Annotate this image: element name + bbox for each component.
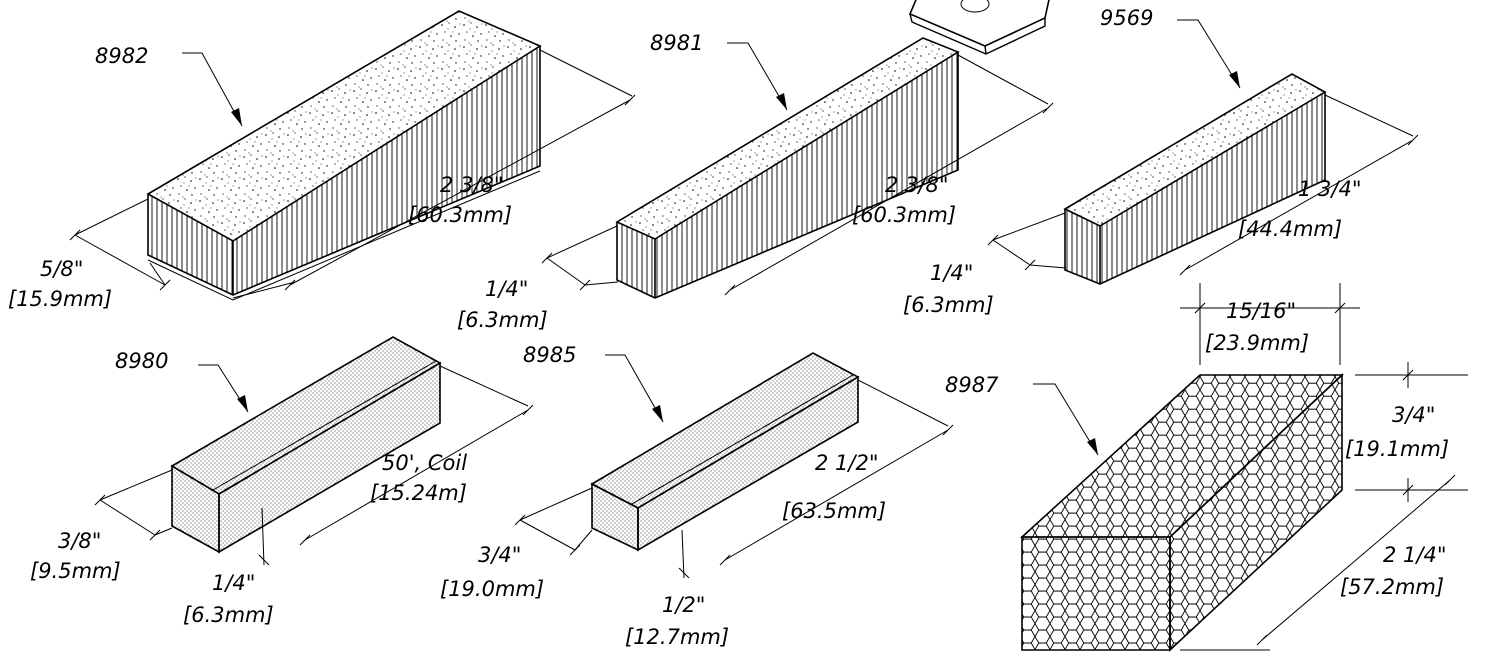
- part-8982-width-mm: [15.9mm]: [8, 287, 112, 311]
- part-8980-height: 1/4": [212, 571, 255, 595]
- part-8987-length-mm: [57.2mm]: [1340, 575, 1444, 599]
- part-8985-leader: [605, 354, 664, 423]
- part-8985-length: 2 1/2": [815, 451, 879, 475]
- part-8985-height-mm: [12.7mm]: [625, 625, 729, 649]
- part-8987-height-mm: [19.1mm]: [1345, 437, 1449, 461]
- part-9569: 9569 1 3/4" [44.4mm] 1/4" [6.3mm]: [903, 6, 1419, 365]
- partial-tray-shape: [908, 0, 1050, 55]
- part-8982: 8982 2 3/8" [60.3mm] 5/8" [15.9mm]: [8, 10, 636, 311]
- part-8987-length: 2 1/4": [1383, 543, 1447, 567]
- part-8982-leader: [182, 52, 243, 127]
- part-8982-label: 8982: [95, 44, 148, 68]
- part-8985-label: 8985: [523, 343, 576, 367]
- part-8985-length-mm: [63.5mm]: [782, 499, 886, 523]
- part-8987-label: 8987: [945, 373, 999, 397]
- part-8981-body: [615, 37, 960, 299]
- part-8981-length: 2 3/8": [885, 173, 949, 197]
- part-8980-width: 3/8": [58, 529, 101, 553]
- part-8987: 8987 15/16" [23.9mm] 3/4" [19.1mm] 2 1/4…: [945, 299, 1468, 652]
- part-8980-body: [170, 336, 442, 554]
- part-8981-length-mm: [60.3mm]: [852, 203, 956, 227]
- part-8982-body: [146, 10, 542, 301]
- part-8982-dimension-lines: [69, 49, 636, 299]
- part-8980-length-mm: [15.24m]: [370, 481, 467, 505]
- part-8985-height: 1/2": [662, 593, 705, 617]
- part-8987-dimension-lines: [1180, 362, 1468, 651]
- part-8980-dimension-lines: [94, 365, 534, 566]
- part-8981-width-mm: [6.3mm]: [457, 308, 548, 332]
- part-8985-width: 3/4": [478, 543, 521, 567]
- part-8981: 8981 2 3/8" [60.3mm] 1/4" [6.3mm]: [457, 31, 1054, 332]
- part-9569-leader: [1177, 19, 1241, 89]
- part-8980-length: 50', Coil: [382, 451, 467, 475]
- part-9569-length: 1 3/4": [1298, 177, 1362, 201]
- part-8981-label: 8981: [650, 31, 703, 55]
- part-8985-body: [590, 352, 860, 552]
- part-8987-top: 15/16": [1226, 299, 1296, 323]
- part-8982-length-mm: [60.3mm]: [408, 203, 512, 227]
- part-8980-width-mm: [9.5mm]: [30, 559, 121, 583]
- part-8987-leader: [1033, 383, 1099, 456]
- part-8987-body: [1019, 373, 1345, 652]
- part-8985: 8985 2 1/2" [63.5mm] 3/4" [19.0mm] 1/2" …: [440, 343, 954, 649]
- part-8980-height-mm: [6.3mm]: [183, 603, 274, 627]
- part-8980-label: 8980: [115, 349, 168, 373]
- part-9569-length-mm: [44.4mm]: [1238, 217, 1342, 241]
- part-8981-width: 1/4": [485, 277, 528, 301]
- part-9569-body: [1063, 73, 1327, 285]
- part-9569-width-mm: [6.3mm]: [903, 293, 994, 317]
- part-8985-width-mm: [19.0mm]: [440, 577, 544, 601]
- part-8985-dimension-lines: [514, 379, 954, 579]
- part-8981-dimension-lines: [541, 54, 1054, 296]
- part-8987-top-mm: [23.9mm]: [1205, 331, 1309, 355]
- part-8982-width: 5/8": [40, 257, 83, 281]
- part-8981-leader: [727, 42, 788, 111]
- part-9569-dimension-lines: [987, 94, 1419, 365]
- part-9569-label: 9569: [1100, 6, 1153, 30]
- part-8982-length: 2 3/8": [440, 173, 504, 197]
- part-8980: 8980 50', Coil [15.24m] 3/8" [9.5mm] 1/4…: [30, 336, 534, 627]
- part-8987-height: 3/4": [1392, 403, 1435, 427]
- part-8980-leader: [198, 364, 249, 413]
- part-9569-width: 1/4": [930, 261, 973, 285]
